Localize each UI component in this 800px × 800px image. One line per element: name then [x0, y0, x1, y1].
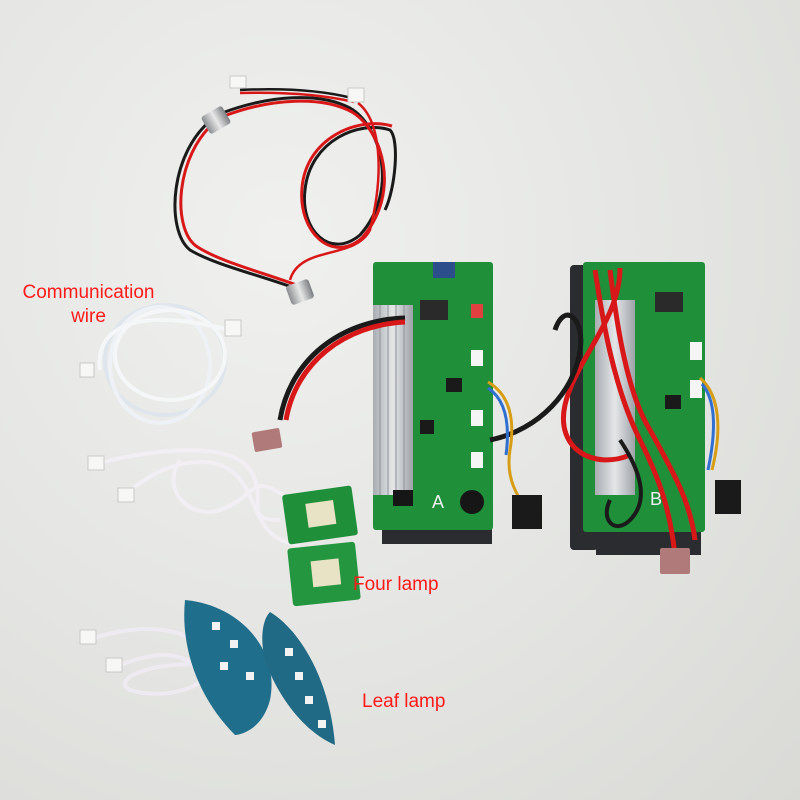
- power-cables: [277, 267, 720, 556]
- controller-board-a: A: [373, 262, 493, 544]
- four-lamp-board: [282, 485, 361, 607]
- board-mark-b: B: [650, 489, 662, 509]
- white-plug: [347, 87, 365, 103]
- metal-connector: [201, 106, 231, 134]
- board-mark-a: A: [432, 492, 444, 512]
- red-black-cable: [173, 75, 397, 305]
- four-lamp-wire: [87, 448, 301, 547]
- communication-wire-coil: [79, 303, 242, 425]
- black-connector: [715, 480, 741, 514]
- metal-connector: [286, 279, 314, 305]
- leaf-lamp-label: Leaf lamp: [362, 691, 446, 712]
- t-plug-connector: [660, 548, 690, 574]
- communication-wire-label-line2: wire: [71, 306, 106, 327]
- black-connector: [512, 495, 542, 529]
- t-plug-connector: [251, 428, 283, 452]
- communication-wire-label-line1: Communication: [22, 282, 155, 303]
- controller-board-b: B: [570, 262, 705, 555]
- white-plug: [229, 75, 247, 89]
- four-lamp-label: Four lamp: [353, 574, 439, 595]
- leaf-lamp-board: [184, 600, 335, 745]
- communication-wire-label: Communication wire: [6, 281, 171, 329]
